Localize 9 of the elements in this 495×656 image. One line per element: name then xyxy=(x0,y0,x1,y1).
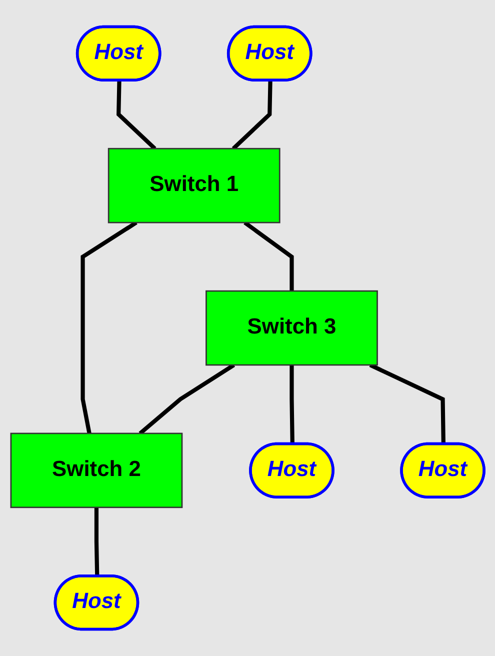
node-box: Switch 3 xyxy=(206,290,378,366)
node-box: Switch 2 xyxy=(10,432,183,508)
node-box: Switch 1 xyxy=(108,148,280,224)
connector xyxy=(290,364,294,444)
connector xyxy=(369,363,446,444)
connector xyxy=(138,363,236,435)
connector xyxy=(232,80,272,150)
connector xyxy=(94,507,100,577)
connector xyxy=(116,80,156,150)
